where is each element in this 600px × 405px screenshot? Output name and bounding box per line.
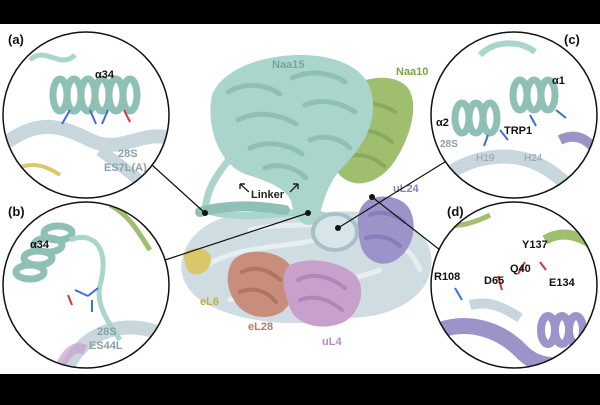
panel-a-letter: (a) xyxy=(8,32,24,47)
panel-d-y137-label: Y137 xyxy=(522,239,548,251)
panel-b-rna-label-1: 28S xyxy=(97,326,117,338)
ul4-helices xyxy=(296,273,347,312)
linker-arrow-left xyxy=(239,183,250,193)
panel-b: (b) α34 28S ES44L xyxy=(2,201,170,369)
panel-d-letter: (d) xyxy=(447,204,464,219)
linker-arrow-right xyxy=(289,183,299,193)
panel-a: (a) α34 28S ES7L(A) xyxy=(2,31,170,199)
label-naa15: Naa15 xyxy=(272,59,304,71)
panel-b-violet-strand xyxy=(50,343,88,368)
panel-d-e134-label: E134 xyxy=(549,277,576,289)
panel-b-loop xyxy=(69,234,123,342)
panel-a-border xyxy=(2,31,170,199)
panel-a-background xyxy=(3,32,169,198)
panel-c-letter: (c) xyxy=(564,32,580,47)
panel-b-sidechains xyxy=(67,287,99,312)
el28-helices xyxy=(238,266,282,304)
panel-a-alpha34-helix xyxy=(49,75,141,115)
panel-d-q40-label: Q40 xyxy=(510,263,531,275)
naa15-protein xyxy=(210,55,374,225)
panel-a-helix-label: α34 xyxy=(95,69,115,81)
rrna-core xyxy=(311,212,359,252)
panel-b-content xyxy=(12,202,169,368)
panel-b-rna-label-2: ES44L xyxy=(89,340,123,352)
callout-connectors xyxy=(151,159,449,261)
panel-d-rna-ribbon xyxy=(468,298,523,323)
panel-c-alpha1-label: α1 xyxy=(552,75,565,87)
label-el28: eL28 xyxy=(248,321,273,333)
callout-anchor-dots xyxy=(202,194,375,231)
panel-c-h24-label: H24 xyxy=(524,153,543,164)
panel-a-rna-ribbon xyxy=(3,119,169,152)
naa15-helices xyxy=(225,70,358,181)
label-el6: eL6 xyxy=(200,296,219,308)
panel-d-d65-label: D65 xyxy=(484,275,504,287)
panel-b-alpha34-helix xyxy=(12,222,76,283)
panel-c-trp1-label: TRP1 xyxy=(504,125,532,137)
panel-a-rna-label-1: 28S xyxy=(118,148,138,160)
panel-c-border xyxy=(430,31,598,199)
panel-c-ul24-ribbon xyxy=(557,131,597,162)
panel-c-top-loop xyxy=(477,40,537,58)
label-naa10: Naa10 xyxy=(396,66,428,78)
panel-c-sidechains xyxy=(483,109,567,147)
naa15-alpha34-helix xyxy=(195,201,290,217)
panel-d-r108-label: R108 xyxy=(434,271,460,283)
label-ul4: uL4 xyxy=(322,336,342,348)
panel-d-sidechains xyxy=(454,261,547,301)
panel-b-letter: (b) xyxy=(8,204,25,219)
panel-a-sidechains xyxy=(61,109,131,125)
panel-c-rna-label: 28S xyxy=(440,139,458,150)
panel-b-rna-ribbon xyxy=(53,320,169,368)
panel-a-rna-label-2: ES7L(A) xyxy=(104,162,147,174)
label-ul24: uL24 xyxy=(393,183,420,195)
panel-c: (c) α1 α2 TRP1 28S H19 H24 xyxy=(430,31,598,199)
el6-protein xyxy=(184,248,212,275)
el28-protein xyxy=(227,251,295,317)
central-labels: Naa15 Naa10 Linker uL24 eL6 eL28 uL4 xyxy=(200,59,428,348)
panel-b-helix-label: α34 xyxy=(30,239,50,251)
panel-c-h19-label: H19 xyxy=(476,153,495,164)
panel-c-alpha2-helix xyxy=(451,99,501,137)
panel-d-border xyxy=(430,201,598,369)
label-linker: Linker xyxy=(251,189,285,201)
panel-c-alpha1-helix xyxy=(509,76,559,114)
central-structure xyxy=(181,55,432,327)
panel-d: (d) R108 D65 Q40 Y137 E134 xyxy=(430,201,598,369)
panel-a-loop xyxy=(28,52,77,63)
panel-c-alpha2-label: α2 xyxy=(436,117,449,129)
panel-b-border xyxy=(2,201,170,369)
